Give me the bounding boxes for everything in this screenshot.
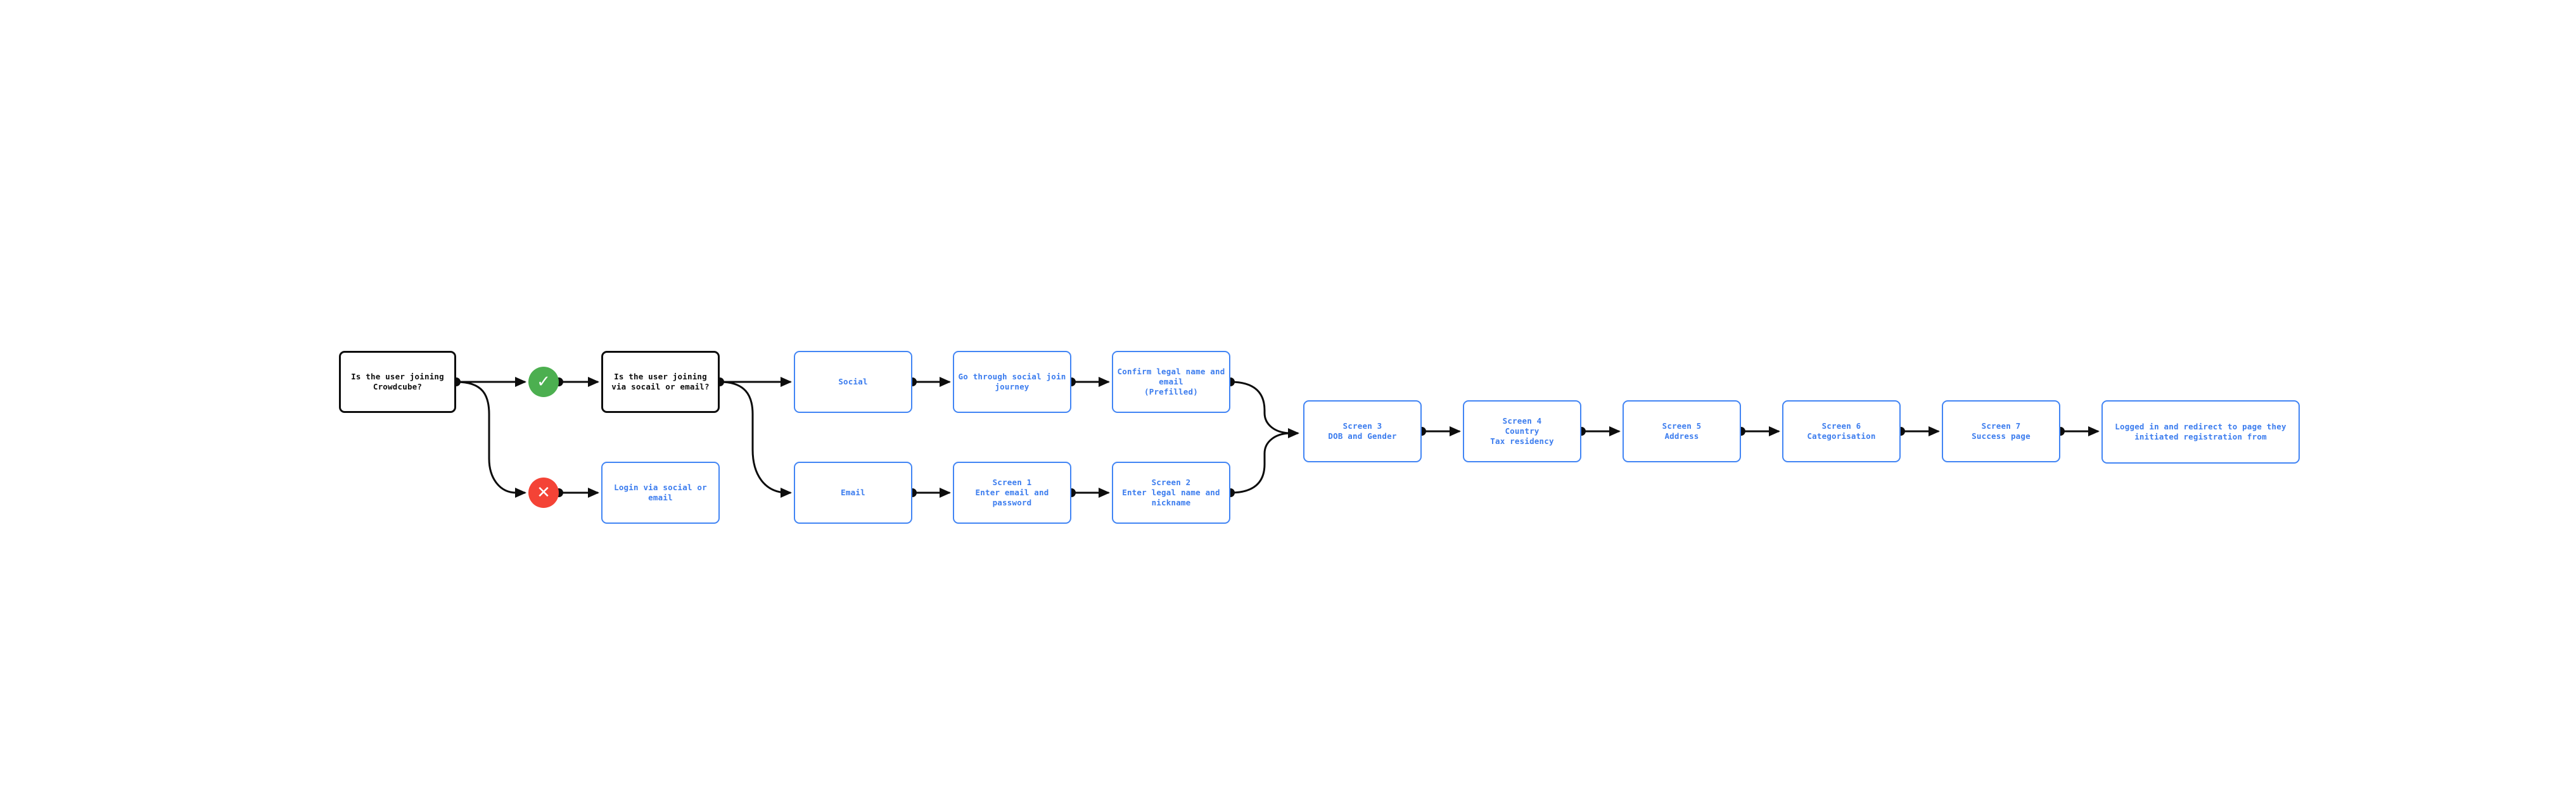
connector-confirm-to-screen3[interactable] xyxy=(1230,381,1299,438)
node-label: Go through social join journey xyxy=(958,372,1066,391)
connector-q-joining-to-no[interactable] xyxy=(456,381,526,498)
node-screen-6-categorisation[interactable]: Screen 6 Categorisation xyxy=(1782,400,1901,462)
node-label: Is the user joining Crowdcube? xyxy=(351,372,444,391)
yes-marker[interactable]: ✓ xyxy=(528,367,559,397)
node-label: Screen 2 Enter legal name and nickname xyxy=(1122,478,1220,507)
node-label: Screen 6 Categorisation xyxy=(1807,421,1876,441)
node-join-method-question[interactable]: Is the user joining via socail or email? xyxy=(601,351,720,413)
node-logged-in-redirect[interactable]: Logged in and redirect to page they init… xyxy=(2101,400,2300,464)
node-label: Screen 1 Enter email and password xyxy=(975,478,1049,507)
cross-icon: ✕ xyxy=(537,483,551,502)
node-social[interactable]: Social xyxy=(794,351,912,413)
connector-q-method-to-email[interactable] xyxy=(719,381,792,498)
node-label: Confirm legal name and email (Prefilled) xyxy=(1117,367,1225,396)
node-label: Email xyxy=(841,488,865,497)
node-screen-2-legal-name-nickname[interactable]: Screen 2 Enter legal name and nickname xyxy=(1112,462,1230,524)
node-label: Screen 4 Country Tax residency xyxy=(1490,416,1554,446)
node-social-join-journey[interactable]: Go through social join journey xyxy=(953,351,1071,413)
node-label: Login via social or email xyxy=(614,483,707,502)
node-screen-1-email-password[interactable]: Screen 1 Enter email and password xyxy=(953,462,1071,524)
node-label: Screen 5 Address xyxy=(1662,421,1702,441)
node-login-via-social-or-email[interactable]: Login via social or email xyxy=(601,462,720,524)
node-label: Logged in and redirect to page they init… xyxy=(2115,422,2286,441)
node-label: Screen 7 Success page xyxy=(1972,421,2031,441)
node-label: Is the user joining via socail or email? xyxy=(611,372,710,391)
node-label: Screen 3 DOB and Gender xyxy=(1328,421,1397,441)
node-label: Social xyxy=(838,377,868,386)
node-confirm-legal-name-email[interactable]: Confirm legal name and email (Prefilled) xyxy=(1112,351,1230,413)
node-email[interactable]: Email xyxy=(794,462,912,524)
connector-screen2-to-screen3[interactable] xyxy=(1230,432,1298,494)
node-is-user-joining-crowdcube[interactable]: Is the user joining Crowdcube? xyxy=(339,351,456,413)
node-screen-3-dob-gender[interactable]: Screen 3 DOB and Gender xyxy=(1303,400,1422,462)
no-marker[interactable]: ✕ xyxy=(528,478,559,508)
node-screen-4-country-tax[interactable]: Screen 4 Country Tax residency xyxy=(1463,400,1581,462)
node-screen-7-success-page[interactable]: Screen 7 Success page xyxy=(1942,400,2060,462)
check-icon: ✓ xyxy=(537,372,551,391)
node-screen-5-address[interactable]: Screen 5 Address xyxy=(1623,400,1741,462)
